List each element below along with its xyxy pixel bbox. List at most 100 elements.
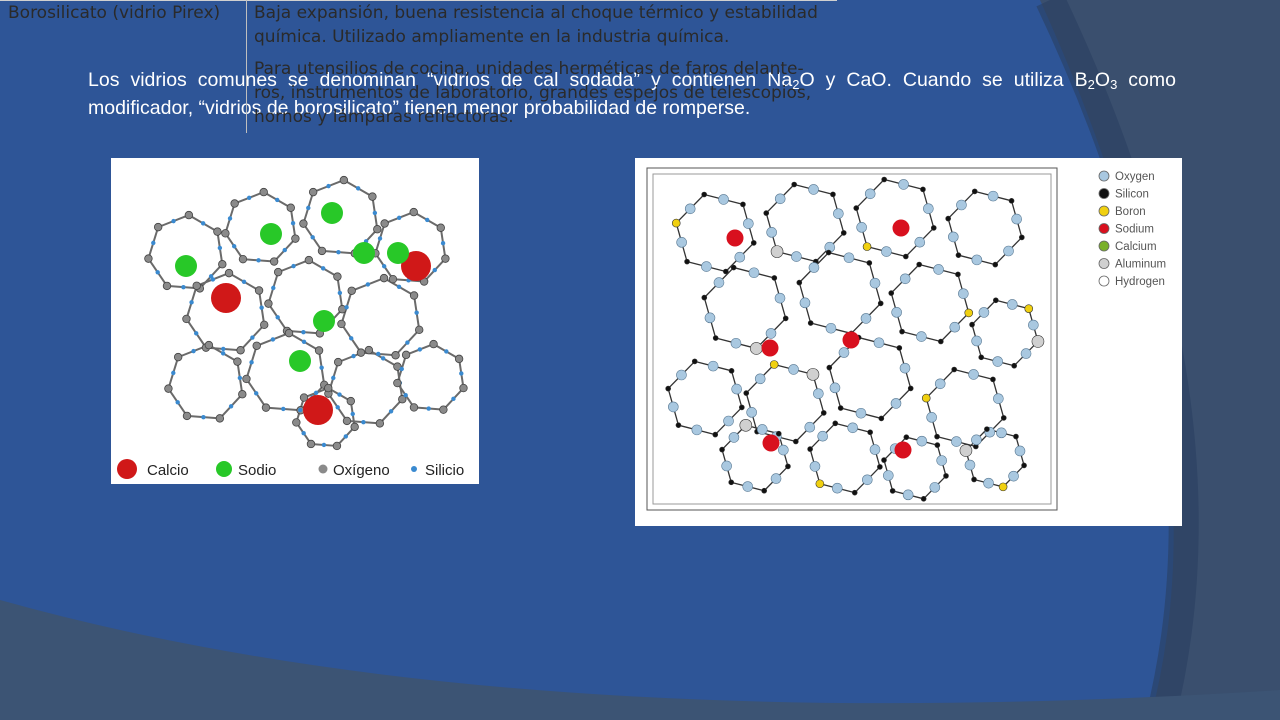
oxygen-atom bbox=[971, 254, 983, 266]
oxygen-atom bbox=[439, 405, 448, 414]
oxygen-atom bbox=[164, 384, 173, 393]
silicon-atom bbox=[992, 261, 999, 268]
silicon-atom bbox=[210, 277, 216, 282]
oxygen-atom bbox=[968, 369, 979, 380]
oxygen-atom bbox=[252, 341, 261, 350]
oxygen-atom bbox=[804, 421, 816, 433]
oxygen-atom bbox=[829, 382, 841, 394]
silicon-atom bbox=[701, 294, 708, 301]
oxygen-atom bbox=[1028, 319, 1039, 331]
sodium-atom bbox=[321, 202, 343, 224]
oxygen-atom bbox=[956, 199, 967, 211]
silicon-atom bbox=[355, 186, 361, 191]
silicon-atom bbox=[684, 258, 690, 265]
oxygen-atom bbox=[668, 401, 679, 413]
silicon-atom bbox=[934, 433, 940, 440]
oxygen-atom bbox=[393, 362, 402, 371]
calcium-legend-icon bbox=[1098, 240, 1110, 252]
oxygen-atom bbox=[221, 229, 230, 238]
oxygen-atom bbox=[855, 407, 867, 419]
boron-atom bbox=[769, 360, 779, 369]
oxygen-atom bbox=[454, 354, 464, 364]
oxygen-atom bbox=[182, 411, 192, 421]
silicon-atom bbox=[832, 420, 839, 427]
oxygen-atom bbox=[756, 424, 768, 435]
silicon-atom bbox=[155, 270, 160, 275]
oxygen-atom bbox=[765, 328, 777, 339]
silicon-atom bbox=[1000, 415, 1007, 421]
silicon-atom bbox=[723, 268, 729, 275]
silicon-atom bbox=[728, 368, 735, 374]
silicon-atom bbox=[181, 284, 186, 290]
silicon-atom bbox=[739, 404, 745, 411]
sodium-atom bbox=[289, 350, 311, 372]
oxygen-atom bbox=[339, 175, 349, 185]
silicon-atom bbox=[320, 266, 326, 271]
oxygen-atom bbox=[992, 356, 1004, 367]
oxygen-atom bbox=[838, 347, 850, 358]
oxygen-atom bbox=[314, 346, 324, 355]
oxygen-atom bbox=[774, 292, 786, 304]
silicon-atom bbox=[388, 409, 394, 414]
silicon-atom bbox=[337, 392, 342, 397]
oxygen-atom bbox=[825, 322, 837, 334]
oxygen-atom bbox=[409, 207, 418, 217]
oxygen-atom bbox=[373, 225, 382, 234]
oxygen-atom bbox=[929, 482, 941, 493]
oxygen-atom bbox=[192, 281, 201, 290]
silicon-atom bbox=[241, 279, 247, 285]
silicon-atom bbox=[228, 404, 234, 409]
oxygen-atom bbox=[1008, 470, 1019, 482]
oxygen-atom bbox=[144, 254, 153, 263]
silicon-atom bbox=[151, 240, 156, 246]
silicon-atom bbox=[237, 375, 243, 381]
silicon-atom bbox=[930, 225, 937, 231]
silicon-atom bbox=[791, 181, 797, 188]
silicon-atom bbox=[337, 290, 343, 296]
silicon-atom bbox=[189, 300, 194, 305]
oxygen-atom bbox=[299, 393, 309, 402]
silicon-atom bbox=[319, 365, 324, 370]
oxygen-atom bbox=[774, 193, 786, 205]
oxygen-atom bbox=[748, 267, 760, 279]
silicon-atom bbox=[807, 446, 813, 452]
oxygen-atom bbox=[754, 373, 766, 385]
calcium-atom bbox=[401, 251, 431, 281]
oxygen-atom bbox=[259, 187, 268, 197]
silicon-atom bbox=[335, 405, 340, 410]
calcio-legend-label: Calcio bbox=[147, 462, 189, 479]
oxygen-atom bbox=[436, 223, 445, 232]
boron-legend-icon bbox=[1098, 205, 1110, 217]
silicon-atom bbox=[306, 205, 311, 211]
oxygen-atom bbox=[914, 236, 926, 248]
silicon-atom bbox=[331, 375, 336, 381]
aluminum-atom bbox=[750, 342, 763, 355]
soda-lime-glass-diagram: Calcio Sodio Oxígeno Silicio bbox=[111, 158, 479, 484]
oxygen-atom bbox=[799, 297, 811, 309]
oxygen-atom bbox=[766, 227, 777, 238]
oxygen-atom bbox=[306, 439, 316, 449]
silicon-atom bbox=[903, 253, 909, 260]
sodium-atom bbox=[387, 242, 409, 264]
silicon-atom bbox=[830, 191, 836, 198]
oxygen-atom bbox=[388, 274, 398, 284]
silicon-atom bbox=[405, 340, 410, 345]
silicon-atom bbox=[259, 305, 264, 310]
oxygen-atom bbox=[213, 227, 222, 236]
oxygen-atom bbox=[409, 291, 419, 300]
oxygen-atom bbox=[707, 360, 719, 372]
silicon-atom bbox=[221, 346, 226, 352]
sodium-atom bbox=[313, 310, 335, 332]
silicon-atom bbox=[201, 414, 206, 420]
oxygen-atom bbox=[236, 346, 245, 355]
oxygen-atom bbox=[869, 444, 881, 455]
oxygen-atom bbox=[238, 254, 248, 264]
silicon-atom bbox=[943, 473, 949, 479]
oxygen-atom bbox=[817, 430, 828, 442]
silicon-atom bbox=[775, 430, 782, 437]
silicon-atom bbox=[171, 370, 176, 376]
silicon-legend-label: Silicon bbox=[1115, 189, 1149, 201]
table-material-name: Borosilicato (vidrio Pirex) bbox=[8, 3, 221, 23]
silicon-atom bbox=[782, 315, 789, 322]
sodium-legend-label: Sodium bbox=[1115, 224, 1154, 236]
